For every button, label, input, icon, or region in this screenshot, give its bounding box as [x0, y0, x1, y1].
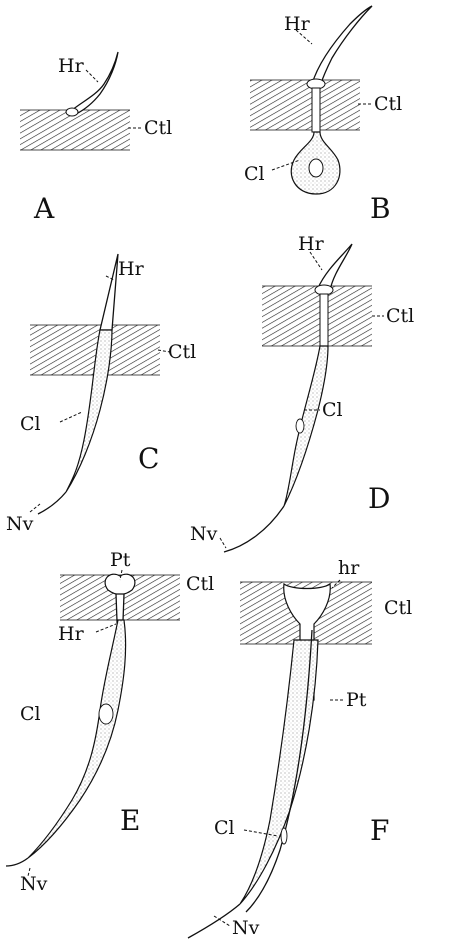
label-hr: Hr	[58, 623, 85, 645]
label-hr: hr	[338, 557, 360, 579]
hair-seta	[312, 6, 372, 86]
hair-seta	[100, 254, 118, 330]
label-ctl: Ctl	[386, 305, 414, 327]
panel-f: hr Ctl Pt Cl Nv F	[188, 557, 412, 939]
sensory-cell	[240, 640, 318, 904]
nerve-fiber	[38, 492, 66, 514]
cuticle-layer	[262, 286, 372, 346]
label-nv: Nv	[232, 917, 260, 939]
label-pt: Pt	[346, 689, 367, 711]
panel-e: Pt Ctl Hr Cl Nv E	[6, 549, 214, 895]
nerve-fiber	[6, 858, 28, 866]
panel-c: Hr Ctl Cl Nv C	[6, 254, 196, 535]
panel-b: Hr Ctl Cl B	[244, 6, 402, 225]
label-ctl: Ctl	[144, 117, 172, 139]
label-cl: Cl	[322, 399, 343, 421]
panel-letter: E	[120, 804, 140, 837]
label-cl: Cl	[20, 703, 41, 725]
panel-d: Hr Ctl Cl Nv D	[190, 233, 414, 552]
label-cl: Cl	[244, 163, 265, 185]
label-nv: Nv	[190, 523, 218, 545]
label-ctl: Ctl	[374, 93, 402, 115]
label-ctl: Ctl	[168, 341, 196, 363]
sensory-cell	[28, 620, 126, 858]
cuticle-layer	[250, 80, 360, 130]
label-cl: Cl	[214, 817, 235, 839]
panel-letter: F	[370, 814, 389, 847]
label-ctl: Ctl	[384, 597, 412, 619]
label-pt: Pt	[110, 549, 131, 571]
label-nv: Nv	[6, 513, 34, 535]
label-hr: Hr	[284, 13, 311, 35]
label-hr: Hr	[58, 55, 85, 77]
label-hr: Hr	[118, 258, 145, 280]
sensory-cell	[284, 346, 328, 506]
label-nv: Nv	[20, 873, 48, 895]
panel-letter: A	[33, 192, 55, 225]
panel-letter: B	[370, 192, 391, 225]
label-cl: Cl	[20, 413, 41, 435]
panel-a: Hr Ctl A	[20, 52, 172, 225]
panel-letter: C	[138, 442, 159, 475]
panel-letter: D	[368, 482, 390, 515]
label-hr: Hr	[298, 233, 325, 255]
nerve-fiber	[224, 506, 284, 552]
label-ctl: Ctl	[186, 573, 214, 595]
